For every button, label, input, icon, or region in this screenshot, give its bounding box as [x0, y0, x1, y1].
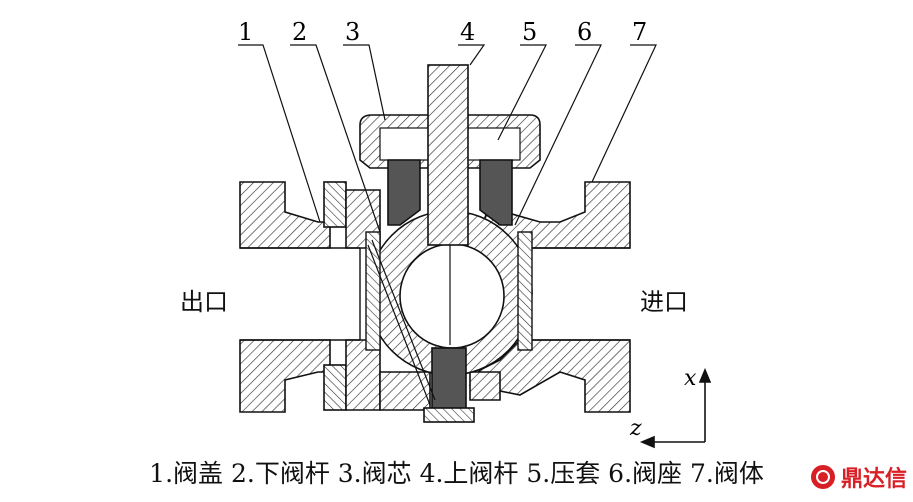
callout-2: 2: [292, 18, 307, 46]
lower-stem: [423, 347, 475, 423]
watermark-text: 鼎达信: [841, 467, 908, 492]
callout-5: 5: [522, 18, 537, 46]
callout-4: 4: [460, 18, 475, 46]
axis-x-label: x: [684, 366, 697, 391]
valve-seats: [365, 231, 533, 351]
callout-3: 3: [345, 18, 360, 46]
valve-bonnet: [239, 181, 381, 413]
callout-6: 6: [577, 18, 592, 46]
watermark: 鼎达信: [811, 462, 907, 492]
axis-z-label: z: [629, 416, 642, 441]
brand-logo-icon: [811, 465, 835, 489]
leader-down-lines: [367, 239, 436, 406]
callout-leaders: [238, 44, 657, 233]
figure-caption: 1.阀盖 2.下阀杆 3.阀芯 4.上阀杆 5.压套 6.阀座 7.阀体: [149, 459, 764, 488]
upper-stem: [427, 64, 469, 246]
callout-1: 1: [238, 18, 253, 46]
coordinate-axes: [639, 367, 712, 449]
callout-7: 7: [632, 18, 647, 46]
inlet-label: 进口: [640, 288, 688, 316]
outlet-label: 出口: [180, 288, 228, 316]
